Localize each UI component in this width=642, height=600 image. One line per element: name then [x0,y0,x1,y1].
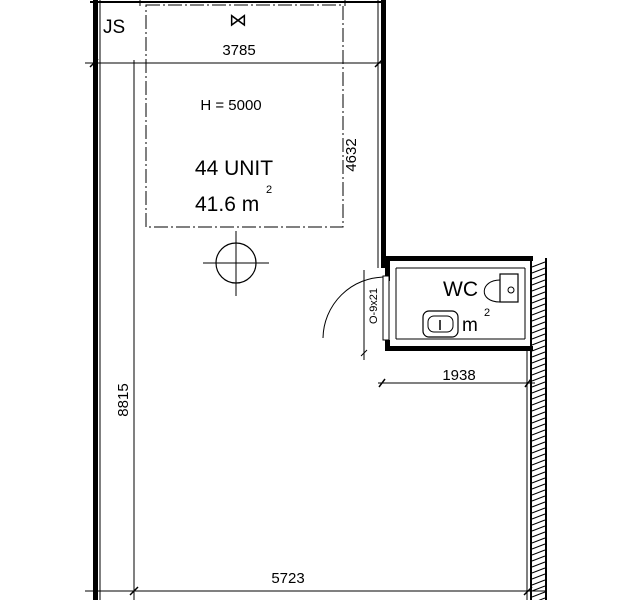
dim-tick-2 [374,58,384,68]
toilet-bowl-icon [483,279,501,303]
wall-hatch-line [531,519,546,526]
wall-hatch-line [531,423,546,430]
wall-hatch-line [531,273,546,280]
wall-hatch-line [531,507,546,514]
js-label: JS [103,17,125,38]
wall-hatch-line [531,429,546,436]
wall-hatch-line [531,339,546,346]
dim-tick-1 [89,58,99,68]
washbasin-inner-icon [427,315,454,333]
wall-hatch-line [531,315,546,322]
wc-label: WC [443,278,478,301]
dim-tick-3 [378,378,386,388]
wall-hatch-line [531,477,546,484]
wall-hatch-line [531,387,546,394]
wall-hatch-line [531,381,546,388]
unit-area-exp: 2 [266,184,272,196]
wall-hatch-line [531,327,546,334]
wall-hatch-line [531,363,546,370]
wall-hatch-line [531,411,546,418]
wall-hatch-line [531,471,546,478]
wall-hatch-line [531,459,546,466]
wall-hatch-line [531,291,546,298]
wall-hatch-line [531,393,546,400]
dim-tick-5 [129,586,139,596]
dim-tick-6 [523,586,533,596]
wall-hatch-line [531,453,546,460]
wall-hatch-line [531,549,546,556]
wall-hatch-line [531,573,546,580]
unit-title: 44 UNIT [195,157,273,180]
washbasin-icon [422,310,459,338]
wall-hatch-line [531,357,546,364]
wc-area: m [462,315,478,336]
dim-total-height: 8815 [115,383,132,416]
wall-hatch-line [531,531,546,538]
wall-hatch-line [531,525,546,532]
wall-hatch-line [531,579,546,586]
wall-hatch-line [531,405,546,412]
wall-hatch-line [531,495,546,502]
toilet-button-icon [507,286,515,294]
wall-hatch-line [531,435,546,442]
wall-hatch-line [531,489,546,496]
wc-area-exp: 2 [484,307,490,319]
wall-hatch-line [531,483,546,490]
wall-hatch-line [531,447,546,454]
wall-hatch-line [531,567,546,574]
wall-hatch-line [531,441,546,448]
wall-hatch-line [531,375,546,382]
wc-wall-top [385,256,533,261]
wall-hatch-line [531,267,546,274]
dim-total-width: 5723 [271,570,304,587]
dim-wc-width: 1938 [442,367,475,384]
height-label: H = 5000 [200,97,261,114]
wall-hatch-line [531,399,546,406]
door-frame [382,275,390,341]
wall-hatch-line [531,303,546,310]
dim-inner-height: 4632 [343,138,360,171]
door-swing [322,276,386,339]
wall-hatch-line [531,279,546,286]
wall-hatch-line [531,591,546,598]
wall-hatch-line [538,597,546,600]
wc-wall-left-lower [385,340,390,351]
dim-top-width: 3785 [222,42,255,59]
ceiling-outline [145,4,344,228]
dim-tick-4 [524,378,532,388]
wall-hatch-line [531,417,546,424]
wall-hatch-line [531,561,546,568]
wall-hatch-line [531,465,546,472]
wall-hatch-line [531,351,546,358]
door-label: O-9x21 [368,288,380,324]
unit-area: 41.6 m [195,193,259,216]
wall-hatch-line [531,297,546,304]
toilet-tank-icon [499,273,519,303]
wall-hatch-line [531,321,546,328]
wall-hatch-line [531,555,546,562]
wall-hatch-line [531,261,546,268]
wall-hatch-line [531,543,546,550]
wall-hatch-line [531,345,546,352]
wall-hatch-line [531,513,546,520]
wall-left [93,0,98,600]
wall-hatch-line [531,369,546,376]
wall-hatch-line [531,585,546,592]
wall-hatch-line [531,309,546,316]
wall-hatch [531,261,546,600]
wc-wall-left [385,256,390,281]
wall-hatch-line [531,537,546,544]
wc-wall-bottom [385,346,533,351]
bowtie-symbol: ⋈ [229,10,247,30]
wall-right-upper [381,0,386,268]
wall-hatch-line [531,333,546,340]
wall-hatch-line [531,285,546,292]
wall-hatch-line [531,501,546,508]
